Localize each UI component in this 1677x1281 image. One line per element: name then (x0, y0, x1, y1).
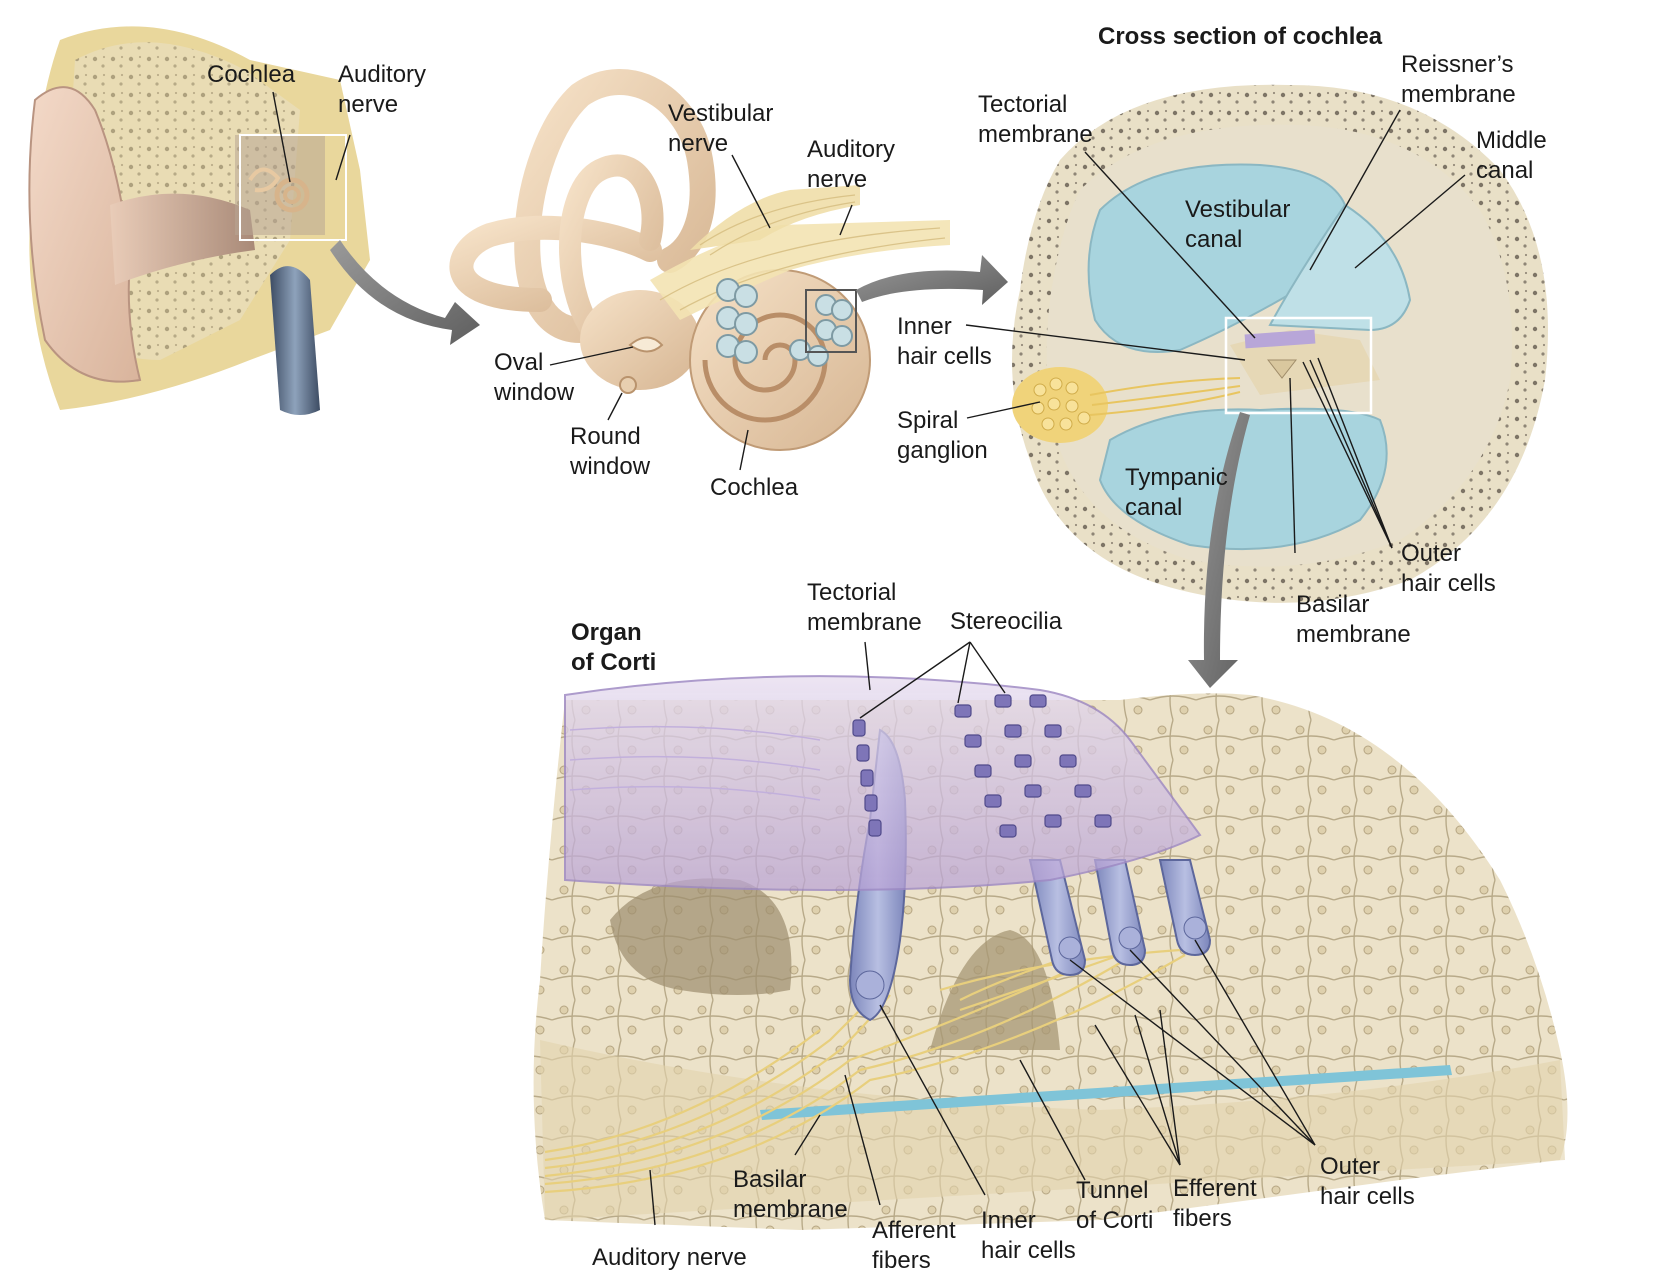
label-outer-cochlea: Cochlea (207, 61, 296, 88)
outer-ear-panel (28, 26, 480, 415)
label-oc-stereocilia: Stereocilia (950, 608, 1063, 635)
label-oc-auditory-nerve: Auditory nerve (592, 1244, 747, 1271)
stereocilia-shape (852, 694, 1112, 838)
tympanic-canal-shape (1098, 407, 1388, 551)
vestibular-canal-shape (1087, 163, 1347, 353)
leader-lines (272, 91, 1466, 1226)
cross-section-zoom-box (1224, 316, 1373, 415)
organ-of-corti-panel (533, 675, 1568, 1230)
inner-ear-zoom-box (805, 289, 857, 353)
basilar-membrane-strip (760, 1065, 1452, 1120)
tectorial-membrane-shape (1244, 329, 1316, 349)
arrow-to-cross-section (856, 255, 1008, 305)
cross-section-panel (1012, 84, 1548, 688)
arrow-to-inner-ear (330, 240, 480, 345)
spiral-ganglion-shape (1012, 367, 1241, 443)
tunnel-of-corti-shape (930, 930, 1060, 1050)
label-inner-cochlea: Cochlea (710, 474, 799, 501)
outer-ear-zoom-box (239, 134, 347, 241)
inner-ear-panel (449, 69, 1008, 451)
cross-section-title: Cross section of cochlea (1098, 23, 1383, 50)
outer-ear-cochlea-icon (248, 167, 310, 213)
arrow-to-organ-of-corti (1188, 412, 1250, 688)
